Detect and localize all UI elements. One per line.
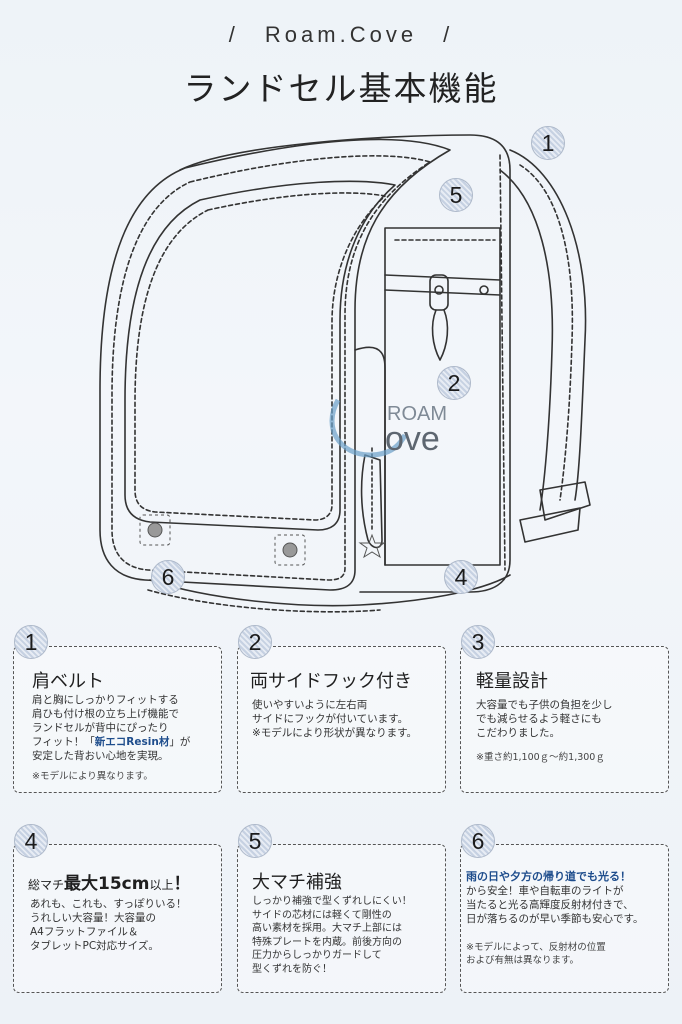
feature-card-shoulder-belt	[13, 646, 222, 793]
feature-title: 雨の日や夕方の帰り道でも光る！	[466, 870, 631, 883]
feature-title: 総マチ最大15cm以上！	[28, 869, 190, 894]
feature-number-1: 1	[14, 625, 48, 659]
callout-badge-1: 1	[531, 126, 565, 160]
feature-number-6: 6	[461, 824, 495, 858]
feature-body: 大容量でも子供の負担を少し でも減らせるよう軽さにも こだわりました。	[476, 699, 613, 739]
feature-number-4: 4	[14, 824, 48, 858]
brand-slash-left: /	[228, 22, 239, 47]
feature-card-capacity	[13, 844, 222, 993]
feature-title: 両サイドフック付き	[250, 671, 412, 692]
feature-title-prefix: 総マチ	[28, 878, 65, 892]
feature-title-suffix: 以上	[149, 878, 174, 892]
feature-body: から安全！車や自転車のライトが 当たると光る高輝度反射材付きで、 日が落ちるのが…	[466, 885, 644, 925]
feature-number-3: 3	[461, 625, 495, 659]
callout-badge-4: 4	[444, 560, 478, 594]
feature-number-5: 5	[238, 824, 272, 858]
feature-body: 使いやすいように左右両 サイドにフックが付いています。 ※モデルにより形状が異な…	[252, 699, 418, 739]
feature-card-lightweight	[460, 646, 669, 793]
callout-badge-6: 6	[151, 560, 185, 594]
feature-body-text: 肩と胸にしっかりフィットする 肩ひも付け根の立ち上げ機能で ランドセルが背中にぴ…	[32, 694, 179, 748]
brand-name: Roam.Cove	[264, 22, 418, 47]
brand-header: / Roam.Cove /	[0, 22, 682, 48]
feature-note: ※モデルにより異なります。	[32, 771, 153, 782]
feature-body: 肩と胸にしっかりフィットする 肩ひも付け根の立ち上げ機能で ランドセルが背中にぴ…	[32, 693, 222, 763]
feature-number-2: 2	[238, 625, 272, 659]
brand-slash-right: /	[443, 22, 454, 47]
randoseru-illustration: ROAM ove	[99, 134, 591, 613]
logo-top-text: ROAM	[387, 403, 447, 425]
feature-title-emphasis: 最大15cm	[64, 874, 150, 894]
callout-badge-2: 2	[437, 366, 471, 400]
feature-body-highlight: 新エコResin材	[94, 736, 170, 748]
feature-card-reflector	[460, 844, 669, 993]
brand-logo-watermark: ROAM ove	[329, 398, 447, 458]
feature-title-mark: ！	[173, 874, 191, 894]
feature-card-reinforcement	[237, 844, 446, 993]
feature-body: しっかり補強で型くずれしにくい！ サイドの芯材には軽くて剛性の 高い素材を採用。…	[252, 896, 412, 975]
feature-title: 肩ベルト	[32, 671, 104, 692]
callout-badge-5: 5	[439, 178, 473, 212]
feature-note: ※重さ約1,100ｇ〜約1,300ｇ	[476, 752, 605, 763]
page-title: ランドセル基本機能	[183, 69, 499, 108]
feature-title: 大マチ補強	[252, 872, 342, 893]
feature-card-side-hooks	[237, 646, 446, 793]
feature-note: ※モデルによって、反射材の位置 および有無は異なります。	[466, 942, 606, 966]
feature-title: 軽量設計	[476, 671, 548, 692]
logo-bottom-text: ove	[385, 420, 440, 458]
feature-body: あれも、これも、すっぽりいる！ うれしい大容量！大容量の A4フラットファイル＆…	[30, 898, 187, 952]
feature-body-text-end: 」が 安定した背おい心地を実現。	[32, 736, 191, 762]
